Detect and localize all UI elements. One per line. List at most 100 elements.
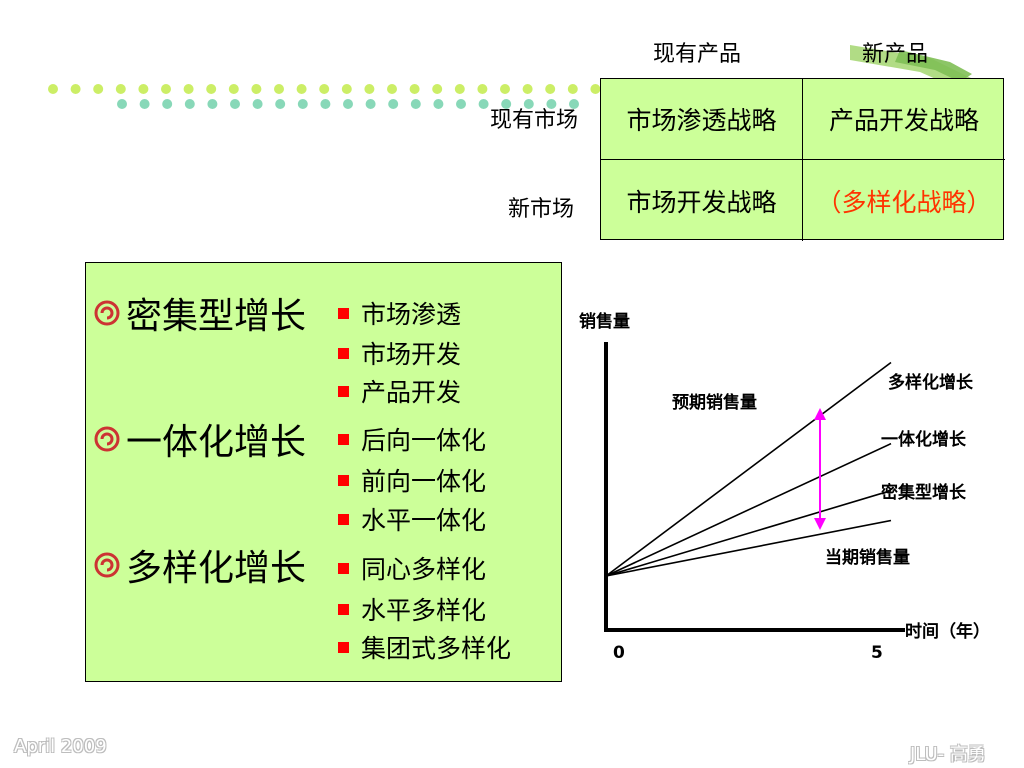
dot-row-bottom [117, 99, 579, 109]
decorative-dot [590, 84, 601, 94]
x-axis-label: 时间（年） [905, 621, 990, 642]
list-item: 产品开发 [338, 373, 461, 409]
square-bullet-icon [338, 474, 349, 486]
decorative-dot [409, 84, 420, 94]
footer-date: April 2009 [14, 736, 107, 757]
decorative-dot [388, 99, 399, 109]
decorative-dot [297, 99, 308, 109]
series-line-1 [605, 442, 892, 577]
square-bullet-icon [338, 641, 349, 653]
decorative-dot [522, 84, 533, 94]
strategy-diversification-label: 多样化增长 [126, 548, 307, 589]
decorative-dot [569, 99, 579, 109]
y-axis-label: 销售量 [579, 311, 630, 332]
decorative-dot [501, 99, 512, 109]
list-item: 水平一体化 [338, 501, 486, 537]
swirl-icon [94, 426, 120, 452]
matrix-cell-market-development: 市场开发战略 [601, 160, 803, 241]
list-item: 集团式多样化 [338, 629, 511, 665]
list-item: 同心多样化 [338, 550, 486, 586]
square-bullet-icon [338, 385, 349, 397]
x-tick-5: 5 [871, 643, 883, 663]
series-line-0 [605, 361, 892, 577]
square-bullet-icon [338, 433, 349, 445]
decorative-dot [138, 84, 149, 94]
list-item: 市场渗透 [338, 295, 461, 331]
decorative-dot [567, 84, 578, 94]
decorative-dot [161, 84, 171, 94]
swirl-icon [94, 552, 120, 578]
series-line-3 [605, 519, 892, 577]
strategy-matrix: 市场渗透战略 产品开发战略 市场开发战略 （多样化战略） [600, 78, 1005, 241]
list-item: 水平多样化 [338, 591, 486, 627]
decorative-dot [364, 84, 375, 94]
decorative-dot [341, 84, 352, 94]
square-bullet-icon [338, 603, 349, 615]
decorative-dot [93, 84, 104, 94]
decorative-dot [410, 99, 421, 109]
matrix-row-new-market: 新市场 [508, 197, 575, 222]
strategy-integration-label: 一体化增长 [126, 422, 307, 463]
series-lines [605, 361, 892, 577]
decorative-dot [319, 84, 330, 94]
decorative-dot-rows [48, 45, 975, 109]
decorative-dot [365, 99, 376, 109]
decorative-dot [139, 99, 150, 109]
list-item: 前向一体化 [338, 462, 486, 498]
x-tick-0: 0 [613, 643, 625, 663]
decorative-dot [545, 84, 556, 94]
matrix-cell-market-penetration: 市场渗透战略 [601, 79, 803, 160]
annotation-current-sales: 当期销售量 [825, 547, 910, 568]
decorative-dot [454, 84, 465, 94]
decorative-dot [387, 84, 397, 94]
decorative-dot [275, 99, 286, 109]
decorative-dot [343, 99, 353, 109]
decorative-dot [230, 99, 240, 109]
decorative-dot [207, 99, 218, 109]
arrow-up-icon [814, 408, 826, 420]
list-item-label: 水平一体化 [361, 506, 487, 535]
decorative-dot [70, 84, 81, 94]
decorative-dot [546, 99, 557, 109]
list-item: 市场开发 [338, 335, 461, 371]
decorative-dot [274, 84, 284, 94]
list-item-label: 市场渗透 [361, 300, 462, 329]
series-line-2 [605, 489, 892, 577]
decorative-dot [500, 84, 510, 94]
strategy-intensive-label: 密集型增长 [126, 296, 307, 337]
matrix-cell-diversification: （多样化战略） [816, 187, 992, 217]
decorative-dot [478, 99, 489, 109]
series-label-intensive: 密集型增长 [881, 482, 967, 503]
strategy-intensive: 密集型增长 [94, 287, 306, 339]
footer-author: JLU- 高勇 [910, 744, 986, 765]
strategy-diversification: 多样化增长 [94, 539, 306, 591]
decorative-dot [320, 99, 331, 109]
matrix-col-existing-product: 现有产品 [653, 42, 742, 67]
square-bullet-icon [338, 562, 349, 574]
square-bullet-icon [338, 513, 349, 525]
decorative-dot [184, 99, 195, 109]
list-item-label: 后向一体化 [361, 426, 487, 455]
list-item: 后向一体化 [338, 421, 486, 457]
strategy-integration: 一体化增长 [94, 413, 306, 465]
annotation-expected-sales: 预期销售量 [672, 392, 757, 413]
list-item-label: 水平多样化 [361, 596, 487, 625]
decorative-dot [456, 99, 466, 109]
decorative-dot [115, 84, 126, 94]
list-item-label: 同心多样化 [361, 555, 487, 584]
decorative-dot [477, 84, 488, 94]
list-item-label: 集团式多样化 [361, 634, 512, 663]
sales-gap-arrow [814, 408, 826, 530]
matrix-row-existing-market: 现有市场 [490, 108, 579, 133]
decorative-dot [162, 99, 173, 109]
decorative-dot [48, 84, 58, 94]
list-item-label: 前向一体化 [361, 467, 487, 496]
series-label-diversification: 多样化增长 [888, 372, 974, 393]
square-bullet-icon [338, 307, 349, 319]
decorative-dot [251, 84, 262, 94]
list-item-label: 产品开发 [361, 378, 462, 407]
arrow-down-icon [814, 518, 826, 530]
decorative-dot [433, 99, 444, 109]
decorative-dot [252, 99, 263, 109]
decorative-dot [523, 99, 534, 109]
